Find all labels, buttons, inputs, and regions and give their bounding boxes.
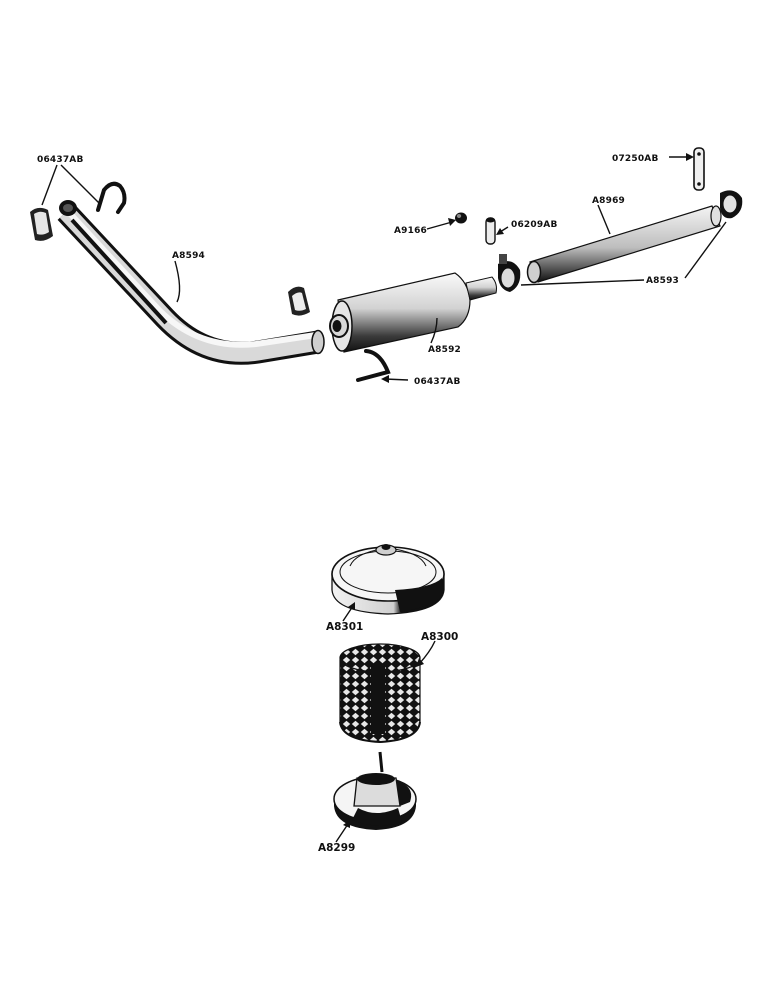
bolt — [485, 217, 496, 245]
label-06437ab-left: 06437AB — [37, 155, 84, 165]
label-a8301: A8301 — [326, 621, 363, 633]
air-cleaner-screen — [339, 643, 421, 744]
label-a8299: A8299 — [318, 842, 355, 854]
label-a8300: A8300 — [421, 631, 458, 643]
muffler-body — [329, 272, 497, 353]
air-cleaner-base — [333, 751, 417, 830]
label-07250ab: 07250AB — [612, 154, 659, 164]
air-cleaner-cover — [331, 544, 445, 615]
label-a8592: A8592 — [428, 345, 461, 355]
pipe-clamp-small — [498, 254, 521, 292]
label-06209ab: 06209AB — [511, 220, 558, 230]
label-a8969: A8969 — [592, 196, 625, 206]
strap — [693, 147, 705, 191]
mid-half-clamp — [288, 286, 310, 316]
label-a9166: A9166 — [394, 226, 427, 236]
label-06437ab-bottom: 06437AB — [414, 377, 461, 387]
rear-clamp — [720, 190, 743, 219]
leader-lines-top — [41, 153, 727, 383]
u-bolt-bottom — [356, 349, 391, 382]
label-a8594: A8594 — [172, 251, 205, 261]
label-a8593: A8593 — [646, 276, 679, 286]
leader-lines-bottom — [335, 602, 436, 843]
rear-tail-pipe — [526, 205, 722, 284]
front-tail-pipe — [57, 200, 325, 365]
u-bolt-left — [96, 181, 127, 214]
nut — [455, 212, 467, 224]
left-half-clamp — [30, 207, 53, 241]
